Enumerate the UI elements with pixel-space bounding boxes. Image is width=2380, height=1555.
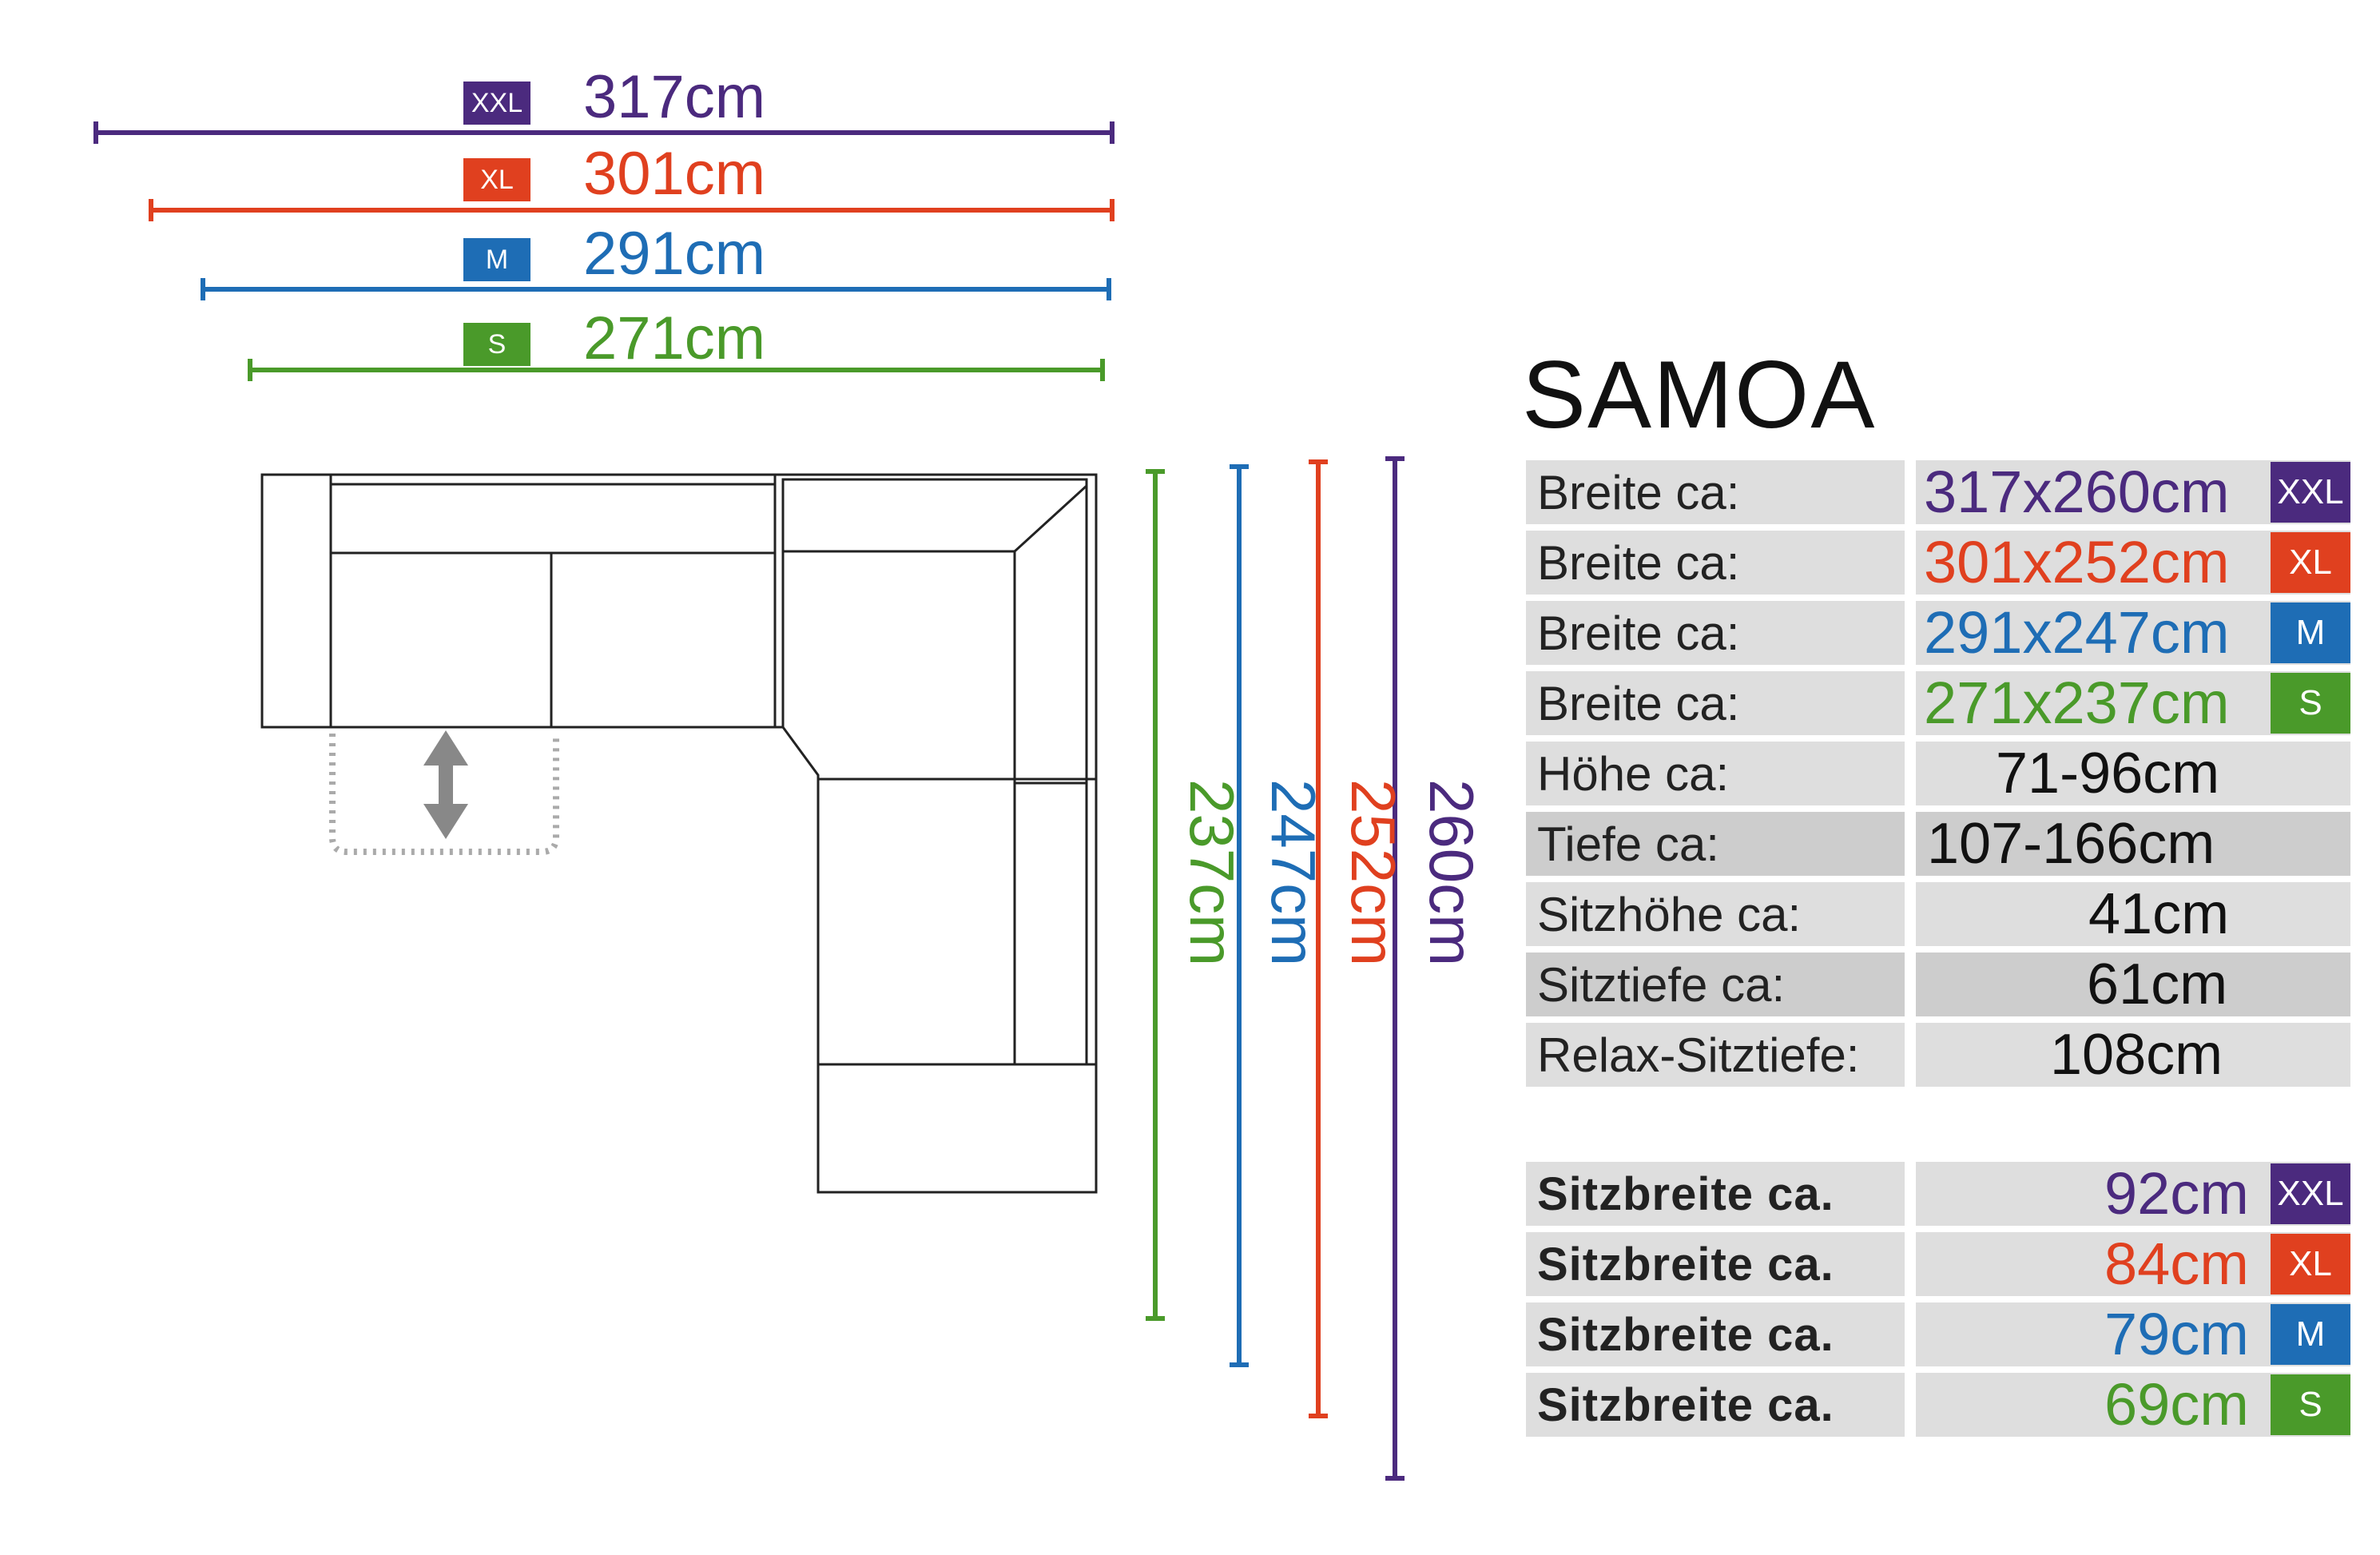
seat-value: 79cm xyxy=(2104,1301,2249,1367)
spec-value: 271x237cm xyxy=(1924,670,2230,736)
spec-value: 301x252cm xyxy=(1924,529,2230,595)
spec-row: Breite ca: 317x260cm XXL xyxy=(1526,457,2350,527)
size-badge-xl: XL xyxy=(463,158,530,201)
spec-row: Sitztiefe ca: 61cm xyxy=(1526,949,2350,1020)
seat-row: Sitzbreite ca. 69cm S xyxy=(1526,1370,2350,1440)
width-dim-s: S 271cm xyxy=(0,304,1198,384)
size-badge-xxl: XXL xyxy=(463,82,530,125)
size-tag-s: S xyxy=(2271,673,2350,734)
depth-value-m: 247cm xyxy=(1258,779,1329,967)
size-tag-xxl: XXL xyxy=(2271,1163,2350,1224)
width-dimension-lines xyxy=(93,121,1115,381)
product-title: SAMOA xyxy=(1522,341,1877,448)
spec-row: Relax-Sitztiefe: 108cm xyxy=(1526,1020,2350,1090)
seat-label: Sitzbreite ca. xyxy=(1526,1373,1905,1437)
spec-value: 317x260cm xyxy=(1924,459,2230,525)
corner-back xyxy=(781,478,1088,553)
spec-label: Breite ca: xyxy=(1526,531,1905,595)
size-tag-m: M xyxy=(2271,603,2350,663)
depth-value-s: 237cm xyxy=(1177,779,1247,967)
seat-row: Sitzbreite ca. 79cm M xyxy=(1526,1299,2350,1370)
spec-value: 108cm xyxy=(2050,1023,2223,1087)
width-dim-m: M 291cm xyxy=(0,221,1198,300)
size-tag-xl: XL xyxy=(2271,1234,2350,1295)
seat-label: Sitzbreite ca. xyxy=(1526,1162,1905,1226)
seat-width-table: Sitzbreite ca. 92cm XXL Sitzbreite ca. 8… xyxy=(1526,1159,2350,1440)
spec-value: 61cm xyxy=(2087,952,2228,1016)
width-dim-xxl: XXL 317cm xyxy=(0,62,1198,142)
spec-row: Sitzhöhe ca: 41cm xyxy=(1526,879,2350,949)
spec-label: Breite ca: xyxy=(1526,601,1905,665)
spec-row: Breite ca: 291x247cm M xyxy=(1526,598,2350,668)
spec-row: Höhe ca: 71-96cm xyxy=(1526,738,2350,809)
spec-row: Tiefe ca: 107-166cm xyxy=(1526,809,2350,879)
spec-value: 107-166cm xyxy=(1927,812,2215,876)
spec-label: Breite ca: xyxy=(1526,671,1905,735)
depth-value-xl: 252cm xyxy=(1338,779,1409,967)
sofa-left-arm xyxy=(260,473,332,729)
seat-value: 92cm xyxy=(2104,1160,2249,1227)
spec-label: Breite ca: xyxy=(1526,460,1905,524)
spec-value: 41cm xyxy=(2088,882,2230,946)
width-dim-xl: XL 301cm xyxy=(0,141,1198,221)
width-value-m: 291cm xyxy=(583,220,766,288)
sofa-outline xyxy=(260,473,1098,1194)
depth-dimension-lines xyxy=(1146,456,1405,1481)
seat-value: 69cm xyxy=(2104,1371,2249,1438)
seat-row: Sitzbreite ca. 92cm XXL xyxy=(1526,1159,2350,1229)
size-badge-m: M xyxy=(463,238,530,281)
size-tag-xxl: XXL xyxy=(2271,462,2350,523)
seat-label: Sitzbreite ca. xyxy=(1526,1232,1905,1296)
depth-value-xxl: 260cm xyxy=(1416,779,1487,967)
width-value-xl: 301cm xyxy=(583,140,766,208)
seat-label: Sitzbreite ca. xyxy=(1526,1302,1905,1366)
spec-value: 291x247cm xyxy=(1924,599,2230,666)
size-tag-s: S xyxy=(2271,1374,2350,1435)
sofa-floor-plan xyxy=(260,473,1098,1194)
spec-label: Sitztiefe ca: xyxy=(1526,952,1905,1016)
spec-label: Sitzhöhe ca: xyxy=(1526,882,1905,946)
right-back-cushion xyxy=(1013,781,1088,1066)
sofa-back-cushion xyxy=(329,483,777,555)
spec-label: Tiefe ca: xyxy=(1526,812,1905,876)
size-badge-s: S xyxy=(463,323,530,366)
spec-row: Breite ca: 301x252cm XL xyxy=(1526,527,2350,598)
spec-table: Breite ca: 317x260cm XXL Breite ca: 301x… xyxy=(1526,457,2350,1090)
width-value-xxl: 317cm xyxy=(583,63,766,131)
spec-row: Breite ca: 271x237cm S xyxy=(1526,668,2350,738)
size-tag-xl: XL xyxy=(2271,532,2350,593)
relax-arrow-icon xyxy=(423,730,468,839)
width-value-s: 271cm xyxy=(583,304,766,372)
spec-label: Höhe ca: xyxy=(1526,742,1905,805)
spec-label: Relax-Sitztiefe: xyxy=(1526,1023,1905,1087)
seat-value: 84cm xyxy=(2104,1231,2249,1297)
spec-value: 71-96cm xyxy=(1996,742,2220,805)
size-tag-m: M xyxy=(2271,1304,2350,1365)
seat-row: Sitzbreite ca. 84cm XL xyxy=(1526,1229,2350,1299)
